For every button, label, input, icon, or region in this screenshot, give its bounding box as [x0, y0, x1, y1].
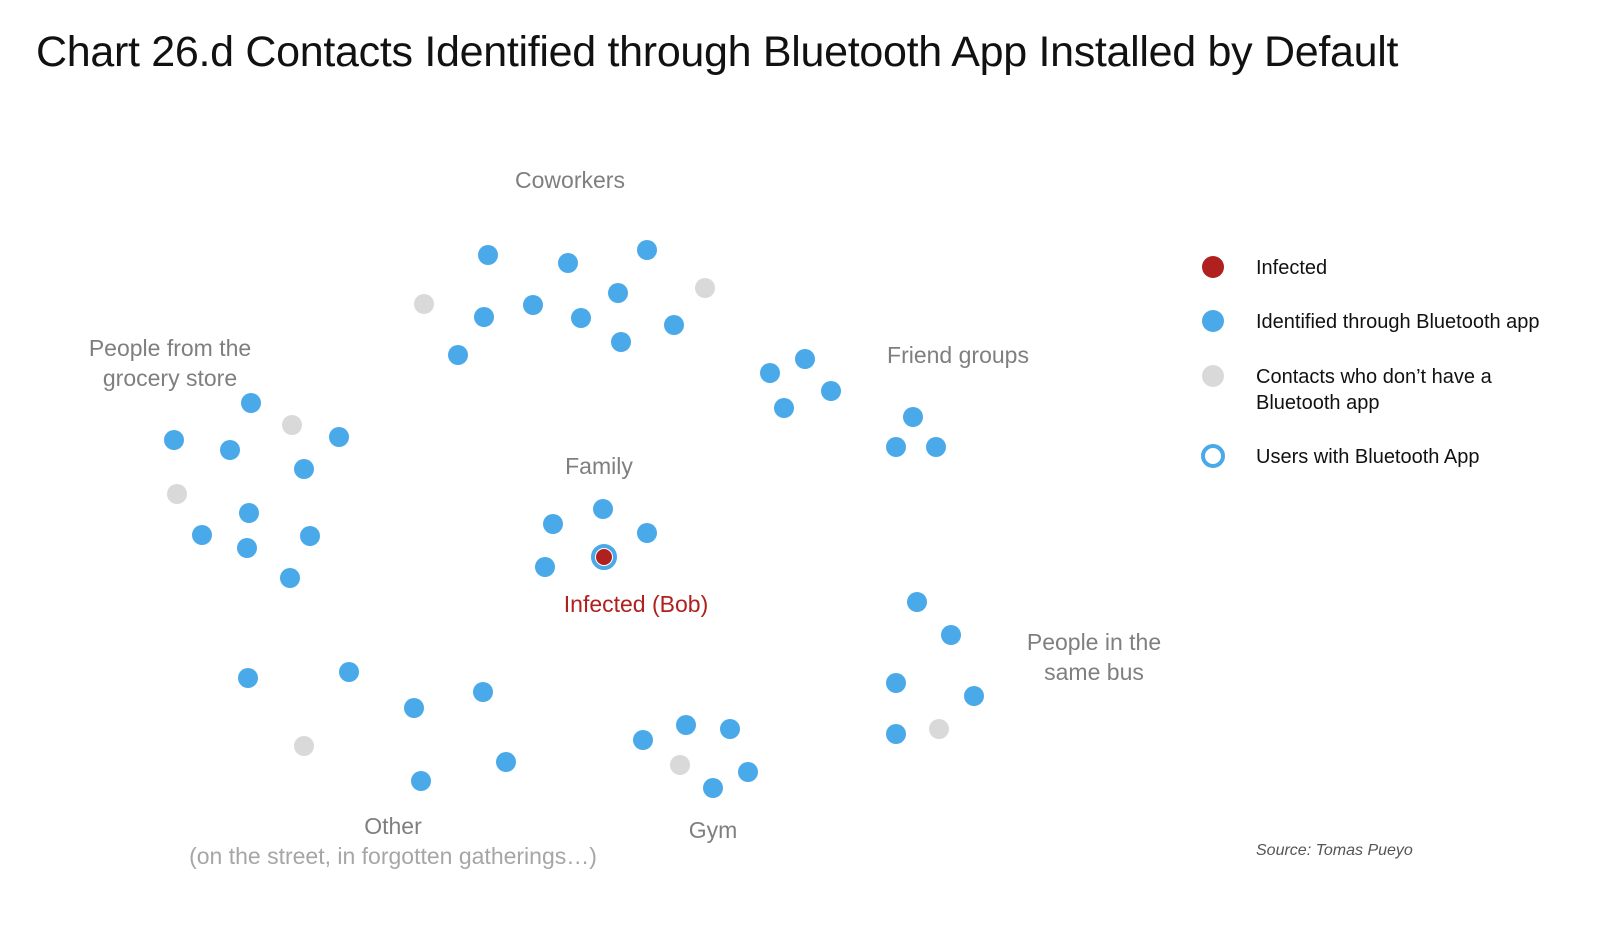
family-contact-identified-dot — [593, 499, 613, 519]
friends-contact-identified-dot — [886, 437, 906, 457]
grocery-contact-identified-dot — [329, 427, 349, 447]
gym-contact-identified-dot — [703, 778, 723, 798]
gym-contact-no-app-dot — [670, 755, 690, 775]
bus-contact-identified-dot — [907, 592, 927, 612]
coworkers-contact-identified-dot — [637, 240, 657, 260]
friends-contact-identified-dot — [760, 363, 780, 383]
coworkers-contact-identified-dot — [523, 295, 543, 315]
friends-contact-identified-dot — [821, 381, 841, 401]
coworkers-contact-identified-dot — [558, 253, 578, 273]
coworkers-contact-identified-dot — [611, 332, 631, 352]
grocery-contact-identified-dot — [220, 440, 240, 460]
grocery-contact-identified-dot — [294, 459, 314, 479]
coworkers-contact-identified-dot — [448, 345, 468, 365]
legend-app-user-ring — [1201, 444, 1225, 468]
bus-contact-identified-dot — [964, 686, 984, 706]
grocery-contact-identified-dot — [241, 393, 261, 413]
friends-group-label: Friend groups — [887, 342, 1029, 368]
grocery-contact-identified-dot — [280, 568, 300, 588]
grocery-contact-identified-dot — [239, 503, 259, 523]
legend-no-app-dot — [1202, 365, 1224, 387]
grocery-contact-identified-dot — [300, 526, 320, 546]
legend-label-infected: Infected — [1256, 257, 1327, 279]
grocery-group-label: grocery store — [103, 365, 237, 391]
gym-contact-identified-dot — [633, 730, 653, 750]
other-contact-no-app-dot — [294, 736, 314, 756]
friends-contact-identified-dot — [926, 437, 946, 457]
source-note: Source: Tomas Pueyo — [1256, 842, 1413, 859]
grocery-group-label: People from the — [89, 335, 251, 361]
bob-infected-dot — [596, 549, 612, 565]
family-contact-identified-dot — [535, 557, 555, 577]
chart-title: Chart 26.d Contacts Identified through B… — [36, 28, 1399, 76]
other-contact-identified-dot — [411, 771, 431, 791]
gym-group-label: Gym — [689, 817, 738, 843]
bus-contact-identified-dot — [886, 724, 906, 744]
bus-group-label: same bus — [1044, 659, 1144, 685]
legend-identified-dot — [1202, 310, 1224, 332]
gym-contact-identified-dot — [720, 719, 740, 739]
gym-contact-identified-dot — [676, 715, 696, 735]
grocery-contact-identified-dot — [192, 525, 212, 545]
bus-contact-no-app-dot — [929, 719, 949, 739]
friends-contact-identified-dot — [774, 398, 794, 418]
friends-contact-identified-dot — [903, 407, 923, 427]
bus-contact-identified-dot — [886, 673, 906, 693]
family-group-label: Family — [565, 453, 633, 479]
coworkers-contact-identified-dot — [571, 308, 591, 328]
other-contact-identified-dot — [496, 752, 516, 772]
legend-label-no_app: Bluetooth app — [1256, 392, 1379, 414]
legend-label-app_user: Users with Bluetooth App — [1256, 446, 1479, 468]
infected-bob-label: Infected (Bob) — [564, 591, 708, 617]
other-contact-identified-dot — [473, 682, 493, 702]
other-contact-identified-dot — [339, 662, 359, 682]
coworkers-contact-identified-dot — [608, 283, 628, 303]
coworkers-contact-identified-dot — [478, 245, 498, 265]
coworkers-contact-no-app-dot — [695, 278, 715, 298]
grocery-contact-no-app-dot — [282, 415, 302, 435]
coworkers-contact-no-app-dot — [414, 294, 434, 314]
bus-group-label: People in the — [1027, 629, 1161, 655]
coworkers-group-label: Coworkers — [515, 167, 625, 193]
gym-contact-identified-dot — [738, 762, 758, 782]
coworkers-contact-identified-dot — [474, 307, 494, 327]
grocery-contact-identified-dot — [237, 538, 257, 558]
family-contact-identified-dot — [543, 514, 563, 534]
other-contact-identified-dot — [238, 668, 258, 688]
other-group-sublabel: (on the street, in forgotten gatherings…… — [189, 843, 597, 869]
other-group-label: Other — [364, 813, 422, 839]
other-contact-identified-dot — [404, 698, 424, 718]
legend-label-identified: Identified through Bluetooth app — [1256, 311, 1540, 333]
friends-contact-identified-dot — [795, 349, 815, 369]
family-contact-identified-dot — [637, 523, 657, 543]
legend-label-no_app: Contacts who don’t have a — [1256, 366, 1493, 388]
legend-infected-dot — [1202, 256, 1224, 278]
grocery-contact-no-app-dot — [167, 484, 187, 504]
grocery-contact-identified-dot — [164, 430, 184, 450]
bus-contact-identified-dot — [941, 625, 961, 645]
coworkers-contact-identified-dot — [664, 315, 684, 335]
